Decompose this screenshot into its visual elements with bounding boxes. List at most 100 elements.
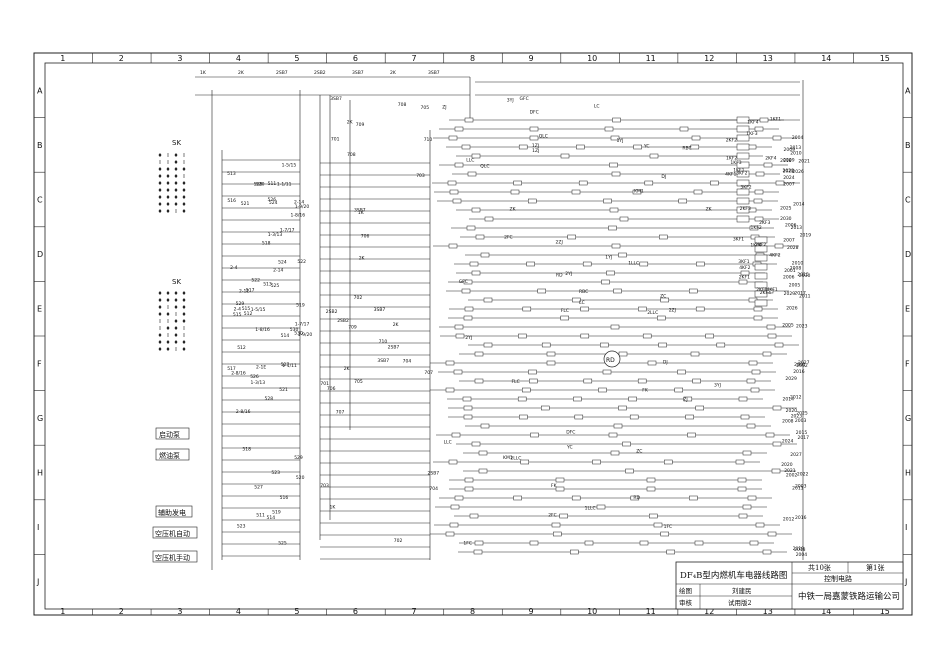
wire-number-label: 2030: [780, 216, 792, 222]
contact-symbol: [772, 405, 782, 411]
contact-symbol: [611, 243, 621, 249]
contact-symbol: [450, 504, 460, 510]
wire-number-label: 2FC: [504, 235, 513, 241]
contact-symbol: [571, 495, 581, 501]
wire-number-label: LC: [594, 104, 600, 110]
drawn-label: 绘图: [679, 586, 692, 595]
wire-number-label: 521: [241, 201, 250, 207]
contact-symbol: [526, 261, 535, 267]
relay-coil: [736, 143, 750, 151]
grid-row-label-left: E: [37, 305, 42, 314]
contact-symbol: [748, 360, 758, 366]
contact-symbol: [583, 378, 593, 384]
contact-symbol: [742, 450, 752, 456]
grid-col-label-bottom: 1: [60, 607, 65, 616]
wire-number-label: 1K: [358, 210, 365, 216]
wire-number-label: 2023: [791, 414, 803, 420]
contact-symbol: [694, 540, 704, 546]
contact-symbol: [775, 180, 785, 186]
contact-symbol: [735, 459, 745, 465]
terminal-label: 3SB7: [352, 70, 364, 76]
contact-symbol: [480, 423, 490, 429]
contact-symbol: [445, 360, 455, 366]
contact-symbol: [474, 351, 484, 357]
relay-coil: [736, 215, 750, 223]
panel-fuel-pump: 燃油泵: [155, 448, 190, 461]
grid-col-label-bottom: 14: [821, 607, 831, 616]
wire-number-label: LC: [579, 300, 585, 306]
wire-number-label: 709: [348, 325, 357, 331]
contact-symbol: [604, 126, 614, 132]
terminal-label: 2SB7: [276, 70, 288, 76]
wire-number-label: LLC: [444, 439, 452, 445]
grid-col-label-top: 6: [353, 54, 358, 63]
contact-symbol: [618, 351, 628, 357]
wire-number-label: 515: [242, 306, 251, 312]
contact-symbol: [447, 180, 457, 186]
contact-symbol: [469, 261, 479, 267]
sheet-total: 共10张: [808, 563, 831, 572]
wire-number-label: 516: [227, 198, 236, 204]
wire-number-label: 2001: [794, 362, 806, 368]
wire-number-label: 4KF1: [767, 287, 778, 293]
wire-number-label: ZC: [636, 448, 642, 454]
grid-col-label-top: 3: [177, 54, 182, 63]
contact-symbol: [462, 396, 472, 402]
grid-row-label-left: B: [37, 141, 43, 150]
sk-label-bottom: SK: [172, 278, 181, 286]
contact-symbol: [716, 342, 726, 348]
wire-number-label: 2014: [783, 396, 795, 402]
contact-symbol: [683, 396, 693, 402]
contact-symbol: [571, 189, 581, 195]
contact-symbol: [695, 306, 705, 312]
wire-number-label: ZC: [660, 293, 666, 299]
grid-col-label-top: 1: [60, 54, 65, 63]
contact-symbol: [513, 180, 522, 186]
wire-number-label: 2014: [793, 201, 805, 207]
contact-symbol: [510, 189, 520, 195]
contact-symbol: [455, 333, 465, 339]
contact-symbol: [478, 450, 488, 456]
contact-symbol: [689, 495, 698, 501]
contact-symbol: [746, 378, 756, 384]
grid-col-label-bottom: 11: [646, 607, 656, 616]
contact-symbol: [574, 414, 584, 420]
panel-label-compressor-auto: 空压机自动: [155, 529, 190, 538]
contact-symbol: [759, 117, 769, 123]
wire-number-label: 706: [361, 233, 370, 239]
wire-number-label: 3SB7: [377, 358, 389, 364]
wire-number-label: 1ZJ: [532, 148, 539, 154]
contact-symbol: [738, 396, 748, 402]
contact-symbol: [690, 144, 700, 150]
wire-number-label: 1LLC: [585, 506, 596, 512]
wire-number-label: 522: [251, 278, 260, 284]
wire-number-label: 701: [331, 137, 340, 143]
contact-symbol: [657, 315, 666, 321]
contact-symbol: [619, 216, 629, 222]
contact-symbol: [674, 387, 683, 393]
terminal-label: 2SB2: [314, 70, 326, 76]
wire-number-label: KM1: [634, 189, 644, 195]
wire-number-label: 702: [394, 538, 403, 544]
grid-col-label-top: 7: [411, 54, 416, 63]
wire-number-label: 2007: [783, 237, 795, 243]
wire-number-label: 2003: [795, 418, 807, 424]
contact-symbol: [772, 441, 782, 447]
wire-number-label: 2024: [782, 438, 794, 444]
relay-coil: [754, 281, 768, 289]
contact-symbol: [560, 153, 570, 159]
wire-number-label: ZJ: [683, 397, 687, 403]
wire-number-label: 1KF4: [747, 119, 758, 125]
panel-label-aux-gen: 辅助发电: [158, 508, 186, 517]
grid-col-label-bottom: 2: [119, 607, 124, 616]
relay-coil: [754, 254, 768, 262]
contact-symbol: [705, 333, 714, 339]
wire-number-label: 2SB2: [337, 318, 349, 324]
wire-number-label: 1K: [330, 505, 337, 511]
wire-number-label: 2023: [796, 323, 808, 329]
wire-number-label: 520: [296, 475, 305, 481]
wire-number-label: 2016: [793, 369, 805, 375]
contact-symbol: [555, 477, 565, 483]
wire-number-label: 3KF2: [740, 185, 751, 191]
relay-coil: [736, 170, 750, 178]
